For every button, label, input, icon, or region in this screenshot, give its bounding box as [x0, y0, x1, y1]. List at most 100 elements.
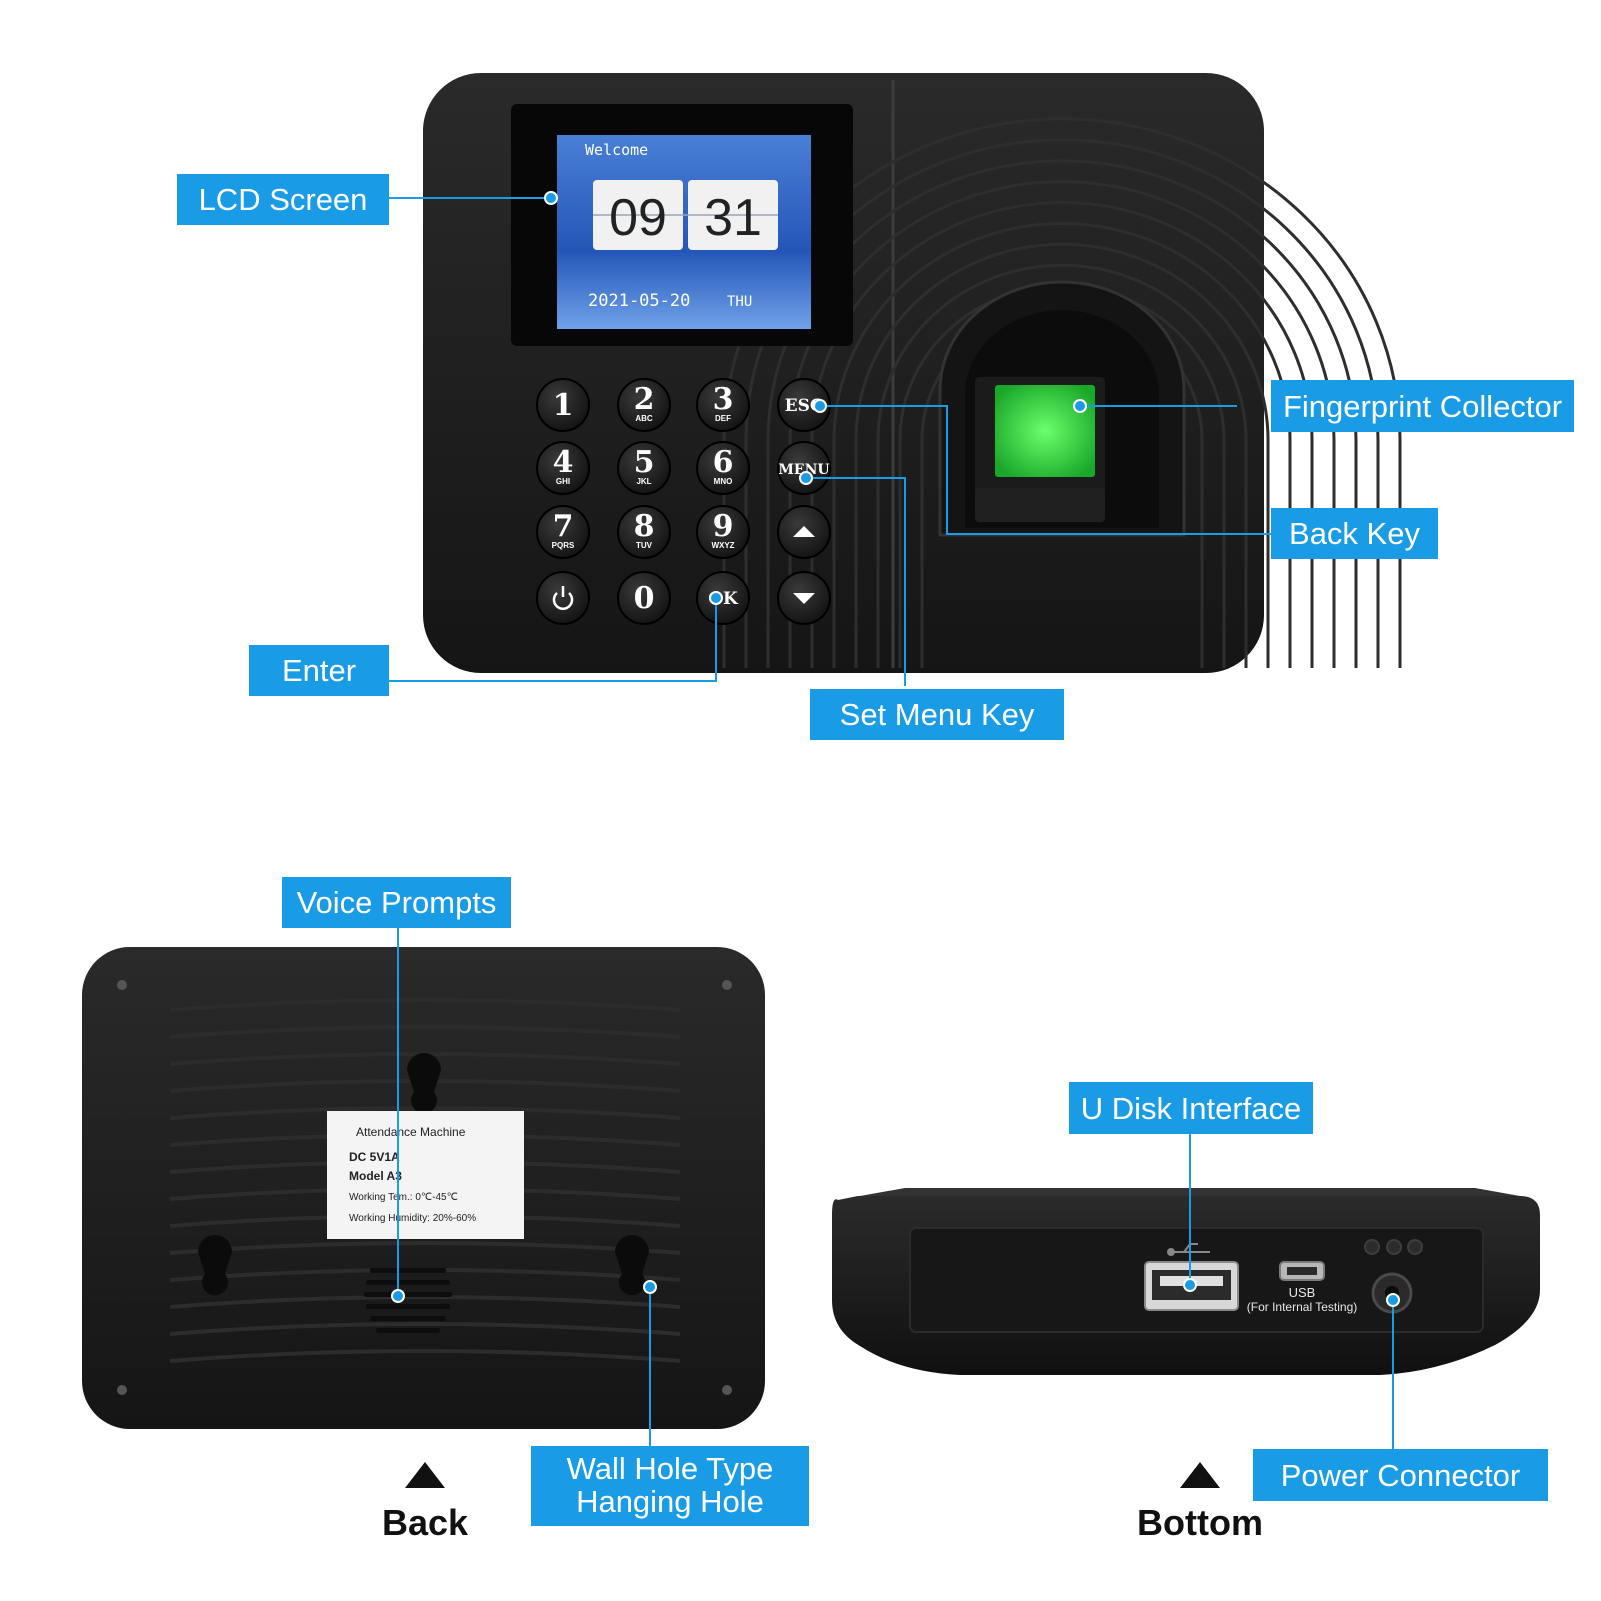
lcd-weekday: THU	[727, 294, 752, 310]
keypad-key[interactable]: ESC	[777, 378, 831, 432]
key-cap	[536, 505, 590, 559]
back-ridge-line	[169, 1025, 681, 1039]
key-label: 3	[713, 382, 734, 417]
key-label: 0	[634, 581, 655, 616]
usb-port-note: (For Internal Testing)	[1247, 1300, 1358, 1314]
key-cap	[617, 505, 671, 559]
back-leader-dots	[391, 1280, 657, 1303]
key-sublabel: WXYZ	[711, 541, 734, 550]
callout-wall-hole: Wall Hole Type Hanging Hole	[531, 1446, 809, 1526]
callout-enter: Enter	[249, 645, 389, 696]
key-sublabel: JKL	[636, 477, 651, 486]
key-cap	[696, 441, 750, 495]
back-screws	[117, 980, 732, 1395]
key-label: 5	[634, 445, 655, 480]
key-sublabel: GHI	[556, 477, 570, 486]
fingerprint-sensor	[938, 280, 1186, 537]
mini-usb-port	[1279, 1261, 1325, 1281]
key-label: 9	[713, 509, 734, 544]
back-ridge-line	[169, 1322, 681, 1336]
up-arrow-icon	[793, 526, 815, 537]
sticker-line1: Attendance Machine	[356, 1125, 466, 1139]
lcd-minute: 31	[704, 189, 762, 247]
bottom-caption-triangle-icon	[1180, 1462, 1220, 1488]
status-leds	[1364, 1239, 1423, 1255]
key-sublabel: PQRS	[552, 541, 575, 550]
key-cap	[777, 441, 831, 495]
back-ridge-line	[169, 998, 681, 1012]
lcd-date: 2021-05-20	[588, 291, 690, 311]
key-label: 4	[553, 445, 574, 480]
sticker-line4: Working Tem.: 0℃-45℃	[349, 1192, 458, 1203]
back-ridge-line	[169, 1349, 681, 1363]
key-cap	[617, 441, 671, 495]
caption-bottom: Bottom	[1137, 1502, 1263, 1543]
power-icon	[552, 592, 574, 610]
speaker-grille	[364, 1268, 452, 1333]
sticker-line5: Working Humidity: 20%-60%	[349, 1213, 476, 1224]
keypad-key[interactable]: MENU	[777, 441, 831, 495]
back-ridge-line	[169, 1295, 681, 1309]
ridge-line	[832, 221, 1292, 668]
bottom-leader-dots	[1183, 1278, 1400, 1307]
callout-voice-prompts: Voice Prompts	[282, 877, 511, 928]
keypad-key[interactable]: 1	[536, 378, 590, 432]
front-leader-dots	[544, 191, 1087, 605]
keypad-key[interactable]	[777, 505, 831, 559]
keypad-key[interactable]	[777, 571, 831, 625]
lcd-hour: 09	[609, 189, 667, 247]
hanging-holes	[198, 1053, 649, 1296]
callout-power-connector: Power Connector	[1253, 1449, 1548, 1501]
sticker-line3: Model A3	[349, 1169, 402, 1183]
caption-back: Back	[381, 1502, 469, 1543]
lcd-welcome-text: Welcome	[585, 141, 648, 159]
callout-fingerprint-collector: Fingerprint Collector	[1271, 380, 1574, 432]
keypad-key[interactable]: 0	[617, 571, 671, 625]
key-label: MENU	[778, 462, 829, 478]
back-ridge-line	[169, 1241, 681, 1255]
fingerprint-glow	[995, 385, 1095, 477]
back-device: Attendance Machine DC 5V1A Model A3 Work…	[82, 947, 765, 1429]
key-cap	[696, 378, 750, 432]
key-cap	[696, 505, 750, 559]
key-sublabel: ABC	[635, 414, 653, 423]
callout-u-disk-interface: U Disk Interface	[1069, 1082, 1313, 1134]
key-label: 8	[634, 509, 655, 544]
ridge-line	[854, 242, 1270, 668]
usb-port-label: USB	[1289, 1285, 1316, 1300]
back-leader-lines	[397, 928, 651, 1447]
callout-set-menu-key: Set Menu Key	[810, 689, 1064, 740]
spec-sticker: Attendance Machine DC 5V1A Model A3 Work…	[327, 1111, 524, 1239]
sticker-line2: DC 5V1A	[349, 1150, 400, 1164]
key-label: 2	[634, 382, 655, 417]
callout-lcd-screen: LCD Screen	[177, 174, 389, 225]
key-cap	[617, 378, 671, 432]
usb-icon	[1167, 1243, 1210, 1256]
key-cap	[536, 571, 590, 625]
key-label: 1	[553, 388, 574, 423]
front-leader-lines	[388, 197, 1271, 686]
key-sublabel: DEF	[715, 414, 731, 423]
ridge-line	[876, 263, 1248, 668]
key-label: 6	[713, 445, 734, 480]
key-label: 7	[553, 509, 574, 544]
back-caption-triangle-icon	[405, 1462, 445, 1488]
lcd-screen: Welcome 09 31 2021-05-20 THU	[557, 135, 811, 329]
callout-wall-hole-line2: Hanging Hole	[576, 1484, 764, 1519]
down-arrow-icon	[793, 593, 815, 604]
keypad-key[interactable]	[536, 571, 590, 625]
key-cap	[536, 441, 590, 495]
callout-wall-hole-line1: Wall Hole Type	[566, 1451, 774, 1487]
key-cap	[536, 378, 590, 432]
